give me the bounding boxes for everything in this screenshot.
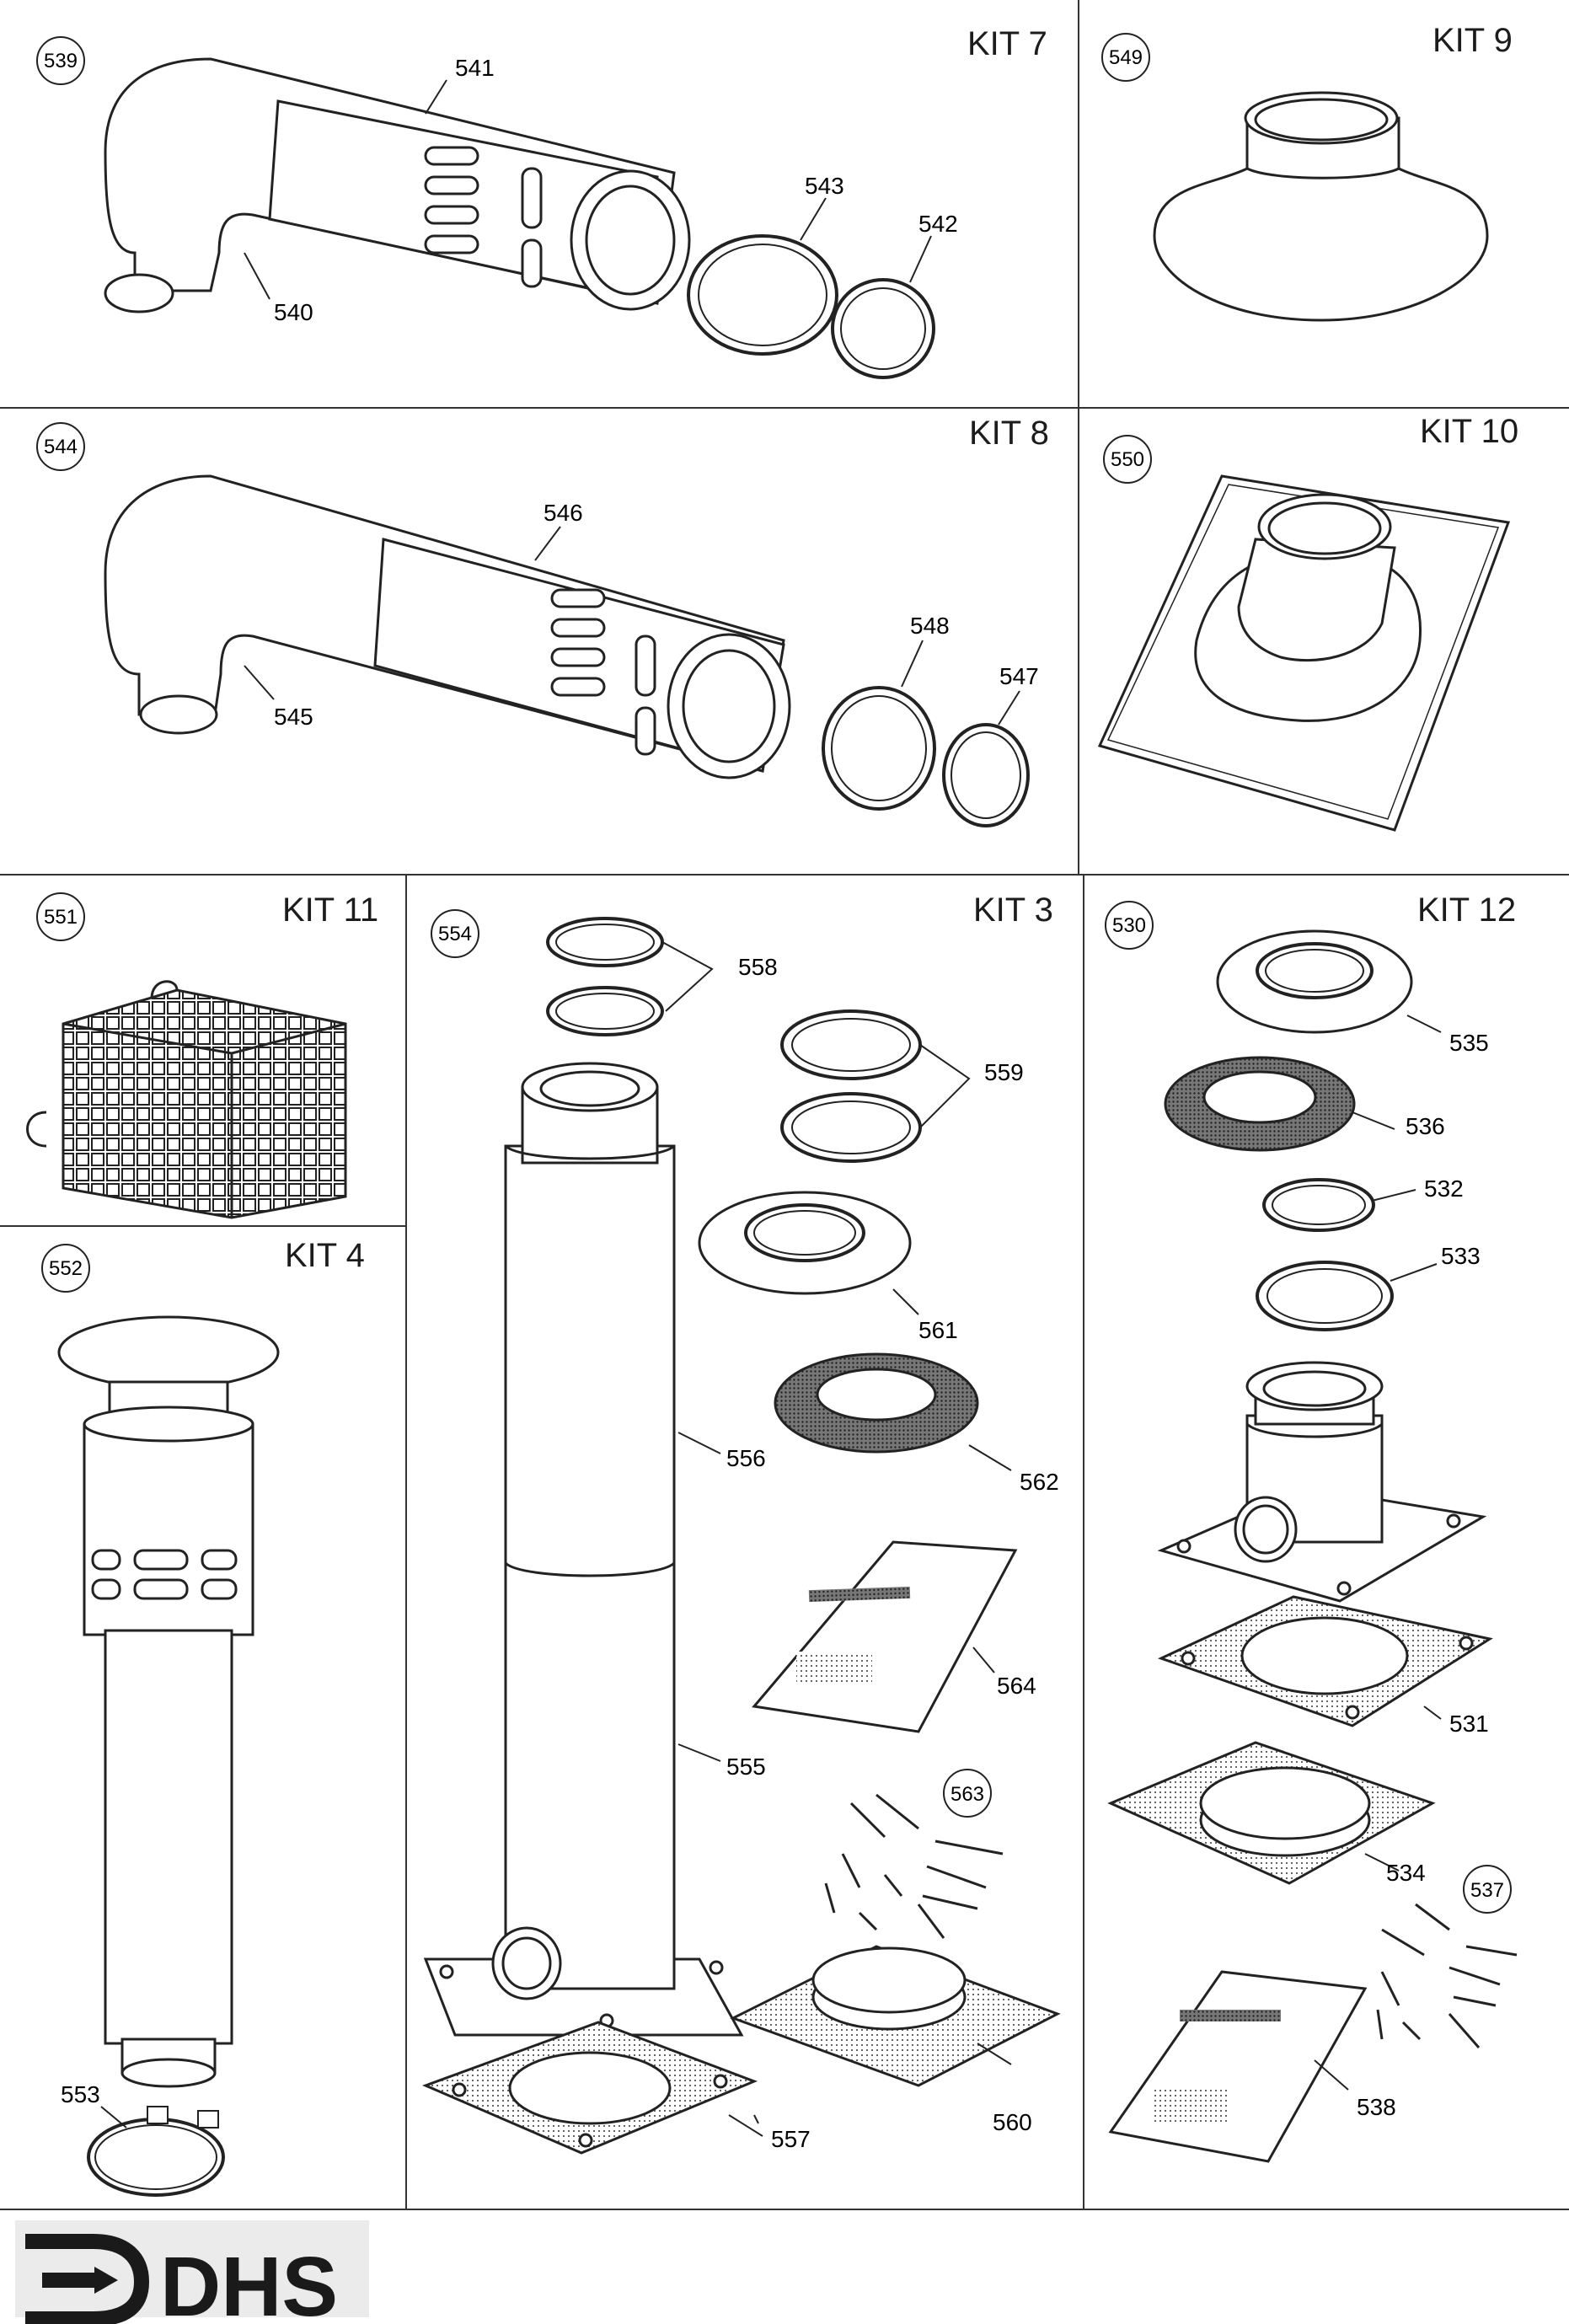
part-label-557: 557 [771, 2126, 811, 2152]
kit3-leaders [661, 941, 1012, 2137]
flashing-plate-534 [1107, 1741, 1436, 1885]
seal-ring-532 [1262, 1178, 1375, 1232]
part-label-553: 553 [61, 2081, 100, 2107]
kit12-panel: 530 [1105, 901, 1518, 2163]
vertical-terminal-kit4 [57, 1315, 280, 2088]
svg-text:530: 530 [1112, 914, 1146, 937]
kit3-title: KIT 3 [973, 892, 1053, 929]
part-label-547: 547 [999, 663, 1039, 689]
kit3-panel: 554 [421, 909, 1061, 2155]
kit10-panel: 550 [1097, 435, 1511, 832]
seal-rings-558 [546, 917, 664, 1036]
part-label-548: 548 [910, 613, 950, 639]
wall-plate-561 [698, 1191, 912, 1295]
part-label-560: 560 [993, 2109, 1032, 2135]
svg-text:552: 552 [49, 1257, 83, 1280]
part-label-541: 541 [455, 55, 495, 81]
kit12-leaders [1314, 1015, 1442, 2091]
kit11-ref-badge: 551 [36, 892, 85, 941]
gasket-536 [1164, 1056, 1356, 1152]
flashing-plate-560 [730, 1945, 1061, 2087]
part-label-561: 561 [918, 1317, 958, 1343]
kit7-leaders [244, 79, 932, 300]
part-label-540: 540 [274, 299, 313, 325]
kit10-title: KIT 10 [1420, 413, 1519, 450]
kit4-panel: 552 553 [41, 1244, 280, 2197]
base-unit-kit12 [1157, 1361, 1487, 1603]
part-label-546: 546 [544, 500, 583, 526]
seal-rings-559 [780, 1009, 922, 1163]
clamp-ring-553 [87, 2106, 225, 2197]
kit4-ref-badge: 552 [41, 1244, 90, 1293]
part-label-533: 533 [1441, 1243, 1481, 1269]
kit12-title: KIT 12 [1417, 892, 1517, 929]
part-label-534: 534 [1386, 1860, 1426, 1886]
flashing-cone-549 [1153, 91, 1489, 322]
dhs-arrow-icon [25, 2234, 150, 2324]
part-label-531: 531 [1449, 1711, 1489, 1737]
gasket-562 [774, 1352, 979, 1454]
part-label-538: 538 [1357, 2094, 1396, 2120]
kit8-ref-badge: 544 [36, 422, 85, 471]
part-label-532: 532 [1424, 1175, 1464, 1202]
flat-roof-flashing-550 [1097, 474, 1511, 832]
terminal-elbow-546 [104, 474, 791, 779]
svg-text:539: 539 [44, 50, 78, 72]
svg-text:549: 549 [1109, 46, 1143, 69]
part-label-563: 563 [951, 1783, 984, 1806]
kit4-leader [100, 2106, 127, 2129]
base-gasket-557 [421, 2021, 758, 2155]
kit7-title: KIT 7 [967, 25, 1047, 62]
part-label-536: 536 [1406, 1113, 1445, 1139]
dhs-logo-text: DHS [160, 2240, 338, 2324]
panel-borders [0, 0, 1569, 2210]
seal-ring-547 [942, 723, 1030, 827]
kit8-leaders [244, 526, 1020, 726]
kit11-title: KIT 11 [282, 892, 379, 929]
part-label-543: 543 [805, 173, 844, 199]
instruction-sheet-538 [1108, 1970, 1368, 2163]
kit3-ref-badge: 554 [431, 909, 479, 958]
part-label-535: 535 [1449, 1030, 1489, 1056]
kit8-panel: 544 546 545 [36, 422, 1039, 827]
bird-guard-grid-551 [26, 980, 347, 1219]
pipe-assembly-555-556 [423, 1062, 744, 2037]
instruction-sheet-564 [752, 1540, 1018, 1733]
part-label-542: 542 [918, 211, 958, 237]
kit7-ref-badge: 539 [36, 36, 85, 85]
part-label-559: 559 [984, 1059, 1024, 1085]
kit11-panel: 551 [26, 892, 347, 1219]
kit4-title: KIT 4 [285, 1237, 365, 1274]
dhs-logo: DHS [15, 2220, 369, 2324]
svg-text:544: 544 [44, 436, 78, 458]
part-label-558: 558 [738, 954, 778, 980]
kit8-title: KIT 8 [969, 415, 1049, 452]
part-label-556: 556 [726, 1445, 766, 1471]
seal-ring-548 [822, 686, 936, 811]
part-label-555: 555 [726, 1754, 766, 1780]
kit9-title: KIT 9 [1432, 22, 1513, 59]
kit9-ref-badge: 549 [1101, 33, 1150, 82]
seal-ring-542 [831, 278, 935, 379]
part-label-545: 545 [274, 704, 313, 730]
svg-text:551: 551 [44, 906, 78, 929]
kit7-panel: 539 541 5 [36, 36, 958, 379]
kit9-panel: 549 [1101, 33, 1489, 322]
seal-ring-543 [687, 234, 838, 356]
svg-text:550: 550 [1111, 448, 1144, 471]
base-gasket-531 [1158, 1595, 1493, 1727]
part-label-562: 562 [1020, 1469, 1059, 1495]
svg-text:554: 554 [438, 923, 472, 945]
part-label-564: 564 [997, 1673, 1036, 1699]
seal-ring-533 [1256, 1261, 1394, 1331]
part-label-537: 537 [1470, 1879, 1504, 1902]
screws-563 [824, 1769, 1004, 1939]
screws-537 [1376, 1865, 1518, 2048]
kit12-ref-badge: 530 [1105, 901, 1154, 950]
kit10-ref-badge: 550 [1103, 435, 1152, 484]
terminal-elbow-541 [104, 57, 691, 313]
wall-plate-535 [1216, 929, 1413, 1034]
